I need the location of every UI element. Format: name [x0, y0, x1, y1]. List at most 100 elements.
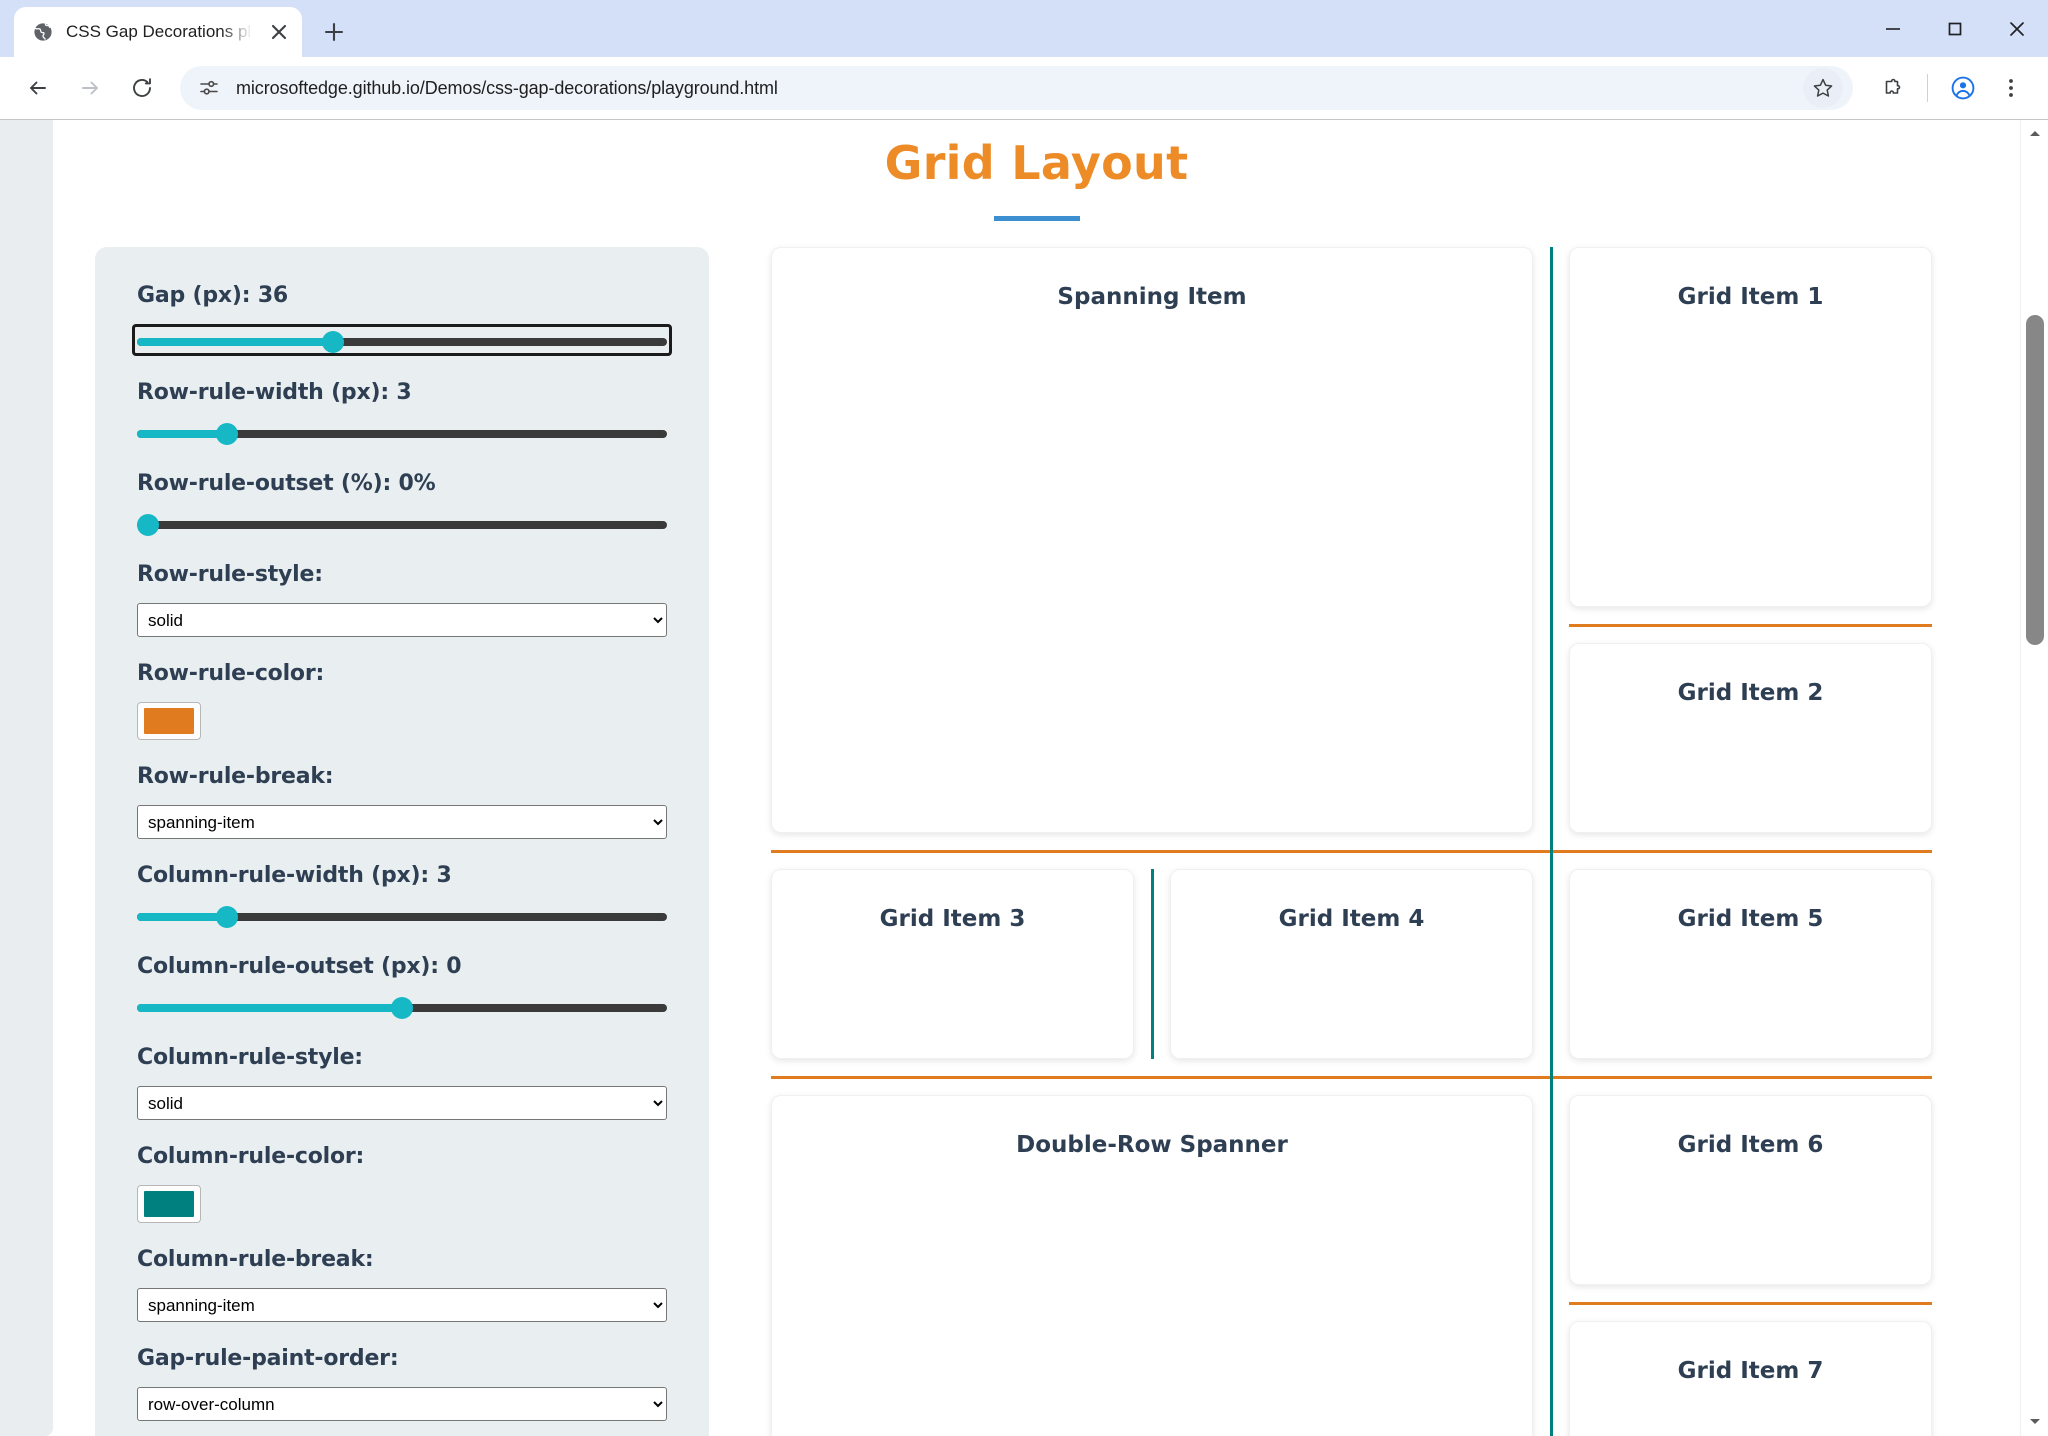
- row-rule-segment: [1569, 623, 1932, 627]
- tab-title: CSS Gap Decorations playground: [66, 22, 254, 41]
- slider-fill: [137, 1004, 402, 1012]
- grid-cell-item-1[interactable]: Grid Item 1: [1569, 247, 1932, 607]
- column-rule-width-slider[interactable]: [137, 904, 667, 930]
- gap-rule-paint-order-select[interactable]: row-over-column: [137, 1387, 667, 1421]
- controls-panel: Gap (px): 36 Row-rule-width (px): 3: [95, 247, 709, 1436]
- control-label-row-rule-style: Row-rule-style:: [137, 562, 323, 587]
- slider-thumb[interactable]: [391, 997, 413, 1019]
- grid-cell-label: Grid Item 2: [1677, 680, 1824, 706]
- column-rule-segment: [1549, 247, 1553, 1436]
- control-label-column-rule-width: Column-rule-width (px): 3: [137, 863, 452, 888]
- tab-strip: CSS Gap Decorations playground: [0, 0, 2048, 57]
- control-label-gap: Gap (px): 36: [137, 283, 289, 308]
- control-column-rule-width: Column-rule-width (px): 3: [137, 863, 667, 930]
- star-icon[interactable]: [1803, 68, 1843, 108]
- slider-track: [137, 338, 667, 346]
- browser-toolbar: microsoftedge.github.io/Demos/css-gap-de…: [0, 57, 2048, 119]
- vertical-scrollbar[interactable]: [2020, 120, 2048, 1436]
- column-rule-segment: [1150, 869, 1154, 1059]
- forward-arrow-icon: [66, 64, 114, 112]
- demo-grid: Spanning Item Grid Item 1 Grid Item 2 Gr…: [771, 247, 1932, 1436]
- control-column-rule-color: Column-rule-color:: [137, 1144, 667, 1223]
- row-rule-break-select[interactable]: spanning-item: [137, 805, 667, 839]
- row-rule-segment: [771, 1075, 1932, 1079]
- grid-cell-item-4[interactable]: Grid Item 4: [1170, 869, 1533, 1059]
- control-label-column-rule-style: Column-rule-style:: [137, 1045, 363, 1070]
- row-rule-style-select[interactable]: solid: [137, 603, 667, 637]
- profile-avatar-icon[interactable]: [1940, 65, 1986, 111]
- column-rule-style-select[interactable]: solid: [137, 1086, 667, 1120]
- slider-fill: [137, 430, 228, 438]
- slider-thumb[interactable]: [137, 514, 159, 536]
- color-swatch: [144, 708, 194, 734]
- control-label-row-rule-width: Row-rule-width (px): 3: [137, 380, 412, 405]
- control-label-row-rule-break: Row-rule-break:: [137, 764, 334, 789]
- slider-fill: [137, 338, 335, 346]
- column-rule-color-picker[interactable]: [137, 1185, 201, 1223]
- toolbar-right-actions: [1869, 65, 2034, 111]
- control-row-rule-outset: Row-rule-outset (%): 0%: [137, 471, 667, 538]
- control-column-rule-outset: Column-rule-outset (px): 0: [137, 954, 667, 1021]
- row-rule-color-picker[interactable]: [137, 702, 201, 740]
- globe-icon: [32, 21, 54, 43]
- grid-cell-label: Grid Item 3: [879, 906, 1026, 932]
- slider-thumb[interactable]: [321, 331, 344, 353]
- control-gap: Gap (px): 36: [132, 283, 672, 356]
- reload-icon[interactable]: [118, 64, 166, 112]
- grid-cell-label: Grid Item 1: [1677, 284, 1824, 310]
- grid-cell-item-2[interactable]: Grid Item 2: [1569, 643, 1932, 833]
- grid-cell-item-7[interactable]: Grid Item 7: [1569, 1321, 1932, 1436]
- grid-cell-item-6[interactable]: Grid Item 6: [1569, 1095, 1932, 1285]
- new-tab-button[interactable]: [314, 12, 354, 52]
- control-label-row-rule-color: Row-rule-color:: [137, 661, 325, 686]
- control-gap-rule-paint-order: Gap-rule-paint-order: row-over-column: [137, 1346, 667, 1421]
- scrollbar-thumb[interactable]: [2026, 315, 2044, 645]
- grid-cell-label: Double-Row Spanner: [1016, 1132, 1288, 1158]
- row-rule-width-slider[interactable]: [137, 421, 667, 447]
- browser-tab[interactable]: CSS Gap Decorations playground: [14, 7, 302, 57]
- column-rule-outset-slider[interactable]: [137, 995, 667, 1021]
- grid-demo-wrapper: Spanning Item Grid Item 1 Grid Item 2 Gr…: [771, 247, 1932, 1436]
- control-row-rule-width: Row-rule-width (px): 3: [137, 380, 667, 447]
- site-settings-icon[interactable]: [194, 73, 224, 103]
- title-underline: [993, 216, 1080, 221]
- slider-thumb[interactable]: [216, 906, 239, 928]
- slider-fill: [137, 913, 228, 921]
- window-controls: [1862, 0, 2048, 57]
- back-arrow-icon[interactable]: [14, 64, 62, 112]
- column-rule-break-select[interactable]: spanning-item: [137, 1288, 667, 1322]
- maximize-icon[interactable]: [1924, 0, 1986, 57]
- scroll-down-arrow-icon[interactable]: [2021, 1408, 2048, 1434]
- grid-cell-spanning-item[interactable]: Spanning Item: [771, 247, 1533, 833]
- control-column-rule-break: Column-rule-break: spanning-item: [137, 1247, 667, 1322]
- address-bar[interactable]: microsoftedge.github.io/Demos/css-gap-de…: [180, 66, 1853, 110]
- control-label-gap-rule-paint-order: Gap-rule-paint-order:: [137, 1346, 399, 1371]
- slider-track: [137, 913, 667, 921]
- control-row-rule-break: Row-rule-break: spanning-item: [137, 764, 667, 839]
- slider-thumb[interactable]: [216, 423, 239, 445]
- scroll-up-arrow-icon[interactable]: [2021, 120, 2048, 146]
- page-title: Grid Layout: [884, 136, 1189, 190]
- control-label-row-rule-outset: Row-rule-outset (%): 0%: [137, 471, 436, 496]
- three-dot-menu-icon[interactable]: [1988, 65, 2034, 111]
- grid-cell-item-5[interactable]: Grid Item 5: [1569, 869, 1932, 1059]
- page-viewport: Grid Layout Gap (px): 36: [0, 119, 2048, 1436]
- gap-slider[interactable]: [132, 324, 672, 356]
- extensions-puzzle-icon[interactable]: [1869, 65, 1915, 111]
- page-content: Grid Layout Gap (px): 36: [53, 120, 2020, 1436]
- grid-cell-label: Grid Item 5: [1677, 906, 1824, 932]
- control-label-column-rule-break: Column-rule-break:: [137, 1247, 374, 1272]
- url-text: microsoftedge.github.io/Demos/css-gap-de…: [236, 77, 778, 98]
- slider-track: [137, 521, 667, 529]
- page-left-margin: [0, 120, 53, 1436]
- grid-cell-label: Grid Item 4: [1278, 906, 1425, 932]
- window-close-icon[interactable]: [1986, 0, 2048, 57]
- close-icon[interactable]: [266, 19, 292, 45]
- control-label-column-rule-color: Column-rule-color:: [137, 1144, 365, 1169]
- grid-cell-double-row-spanner[interactable]: Double-Row Spanner: [771, 1095, 1533, 1436]
- grid-cell-item-3[interactable]: Grid Item 3: [771, 869, 1134, 1059]
- row-rule-outset-slider[interactable]: [137, 512, 667, 538]
- row-rule-segment: [771, 849, 1932, 853]
- minimize-icon[interactable]: [1862, 0, 1924, 57]
- grid-cell-label: Grid Item 6: [1677, 1132, 1824, 1158]
